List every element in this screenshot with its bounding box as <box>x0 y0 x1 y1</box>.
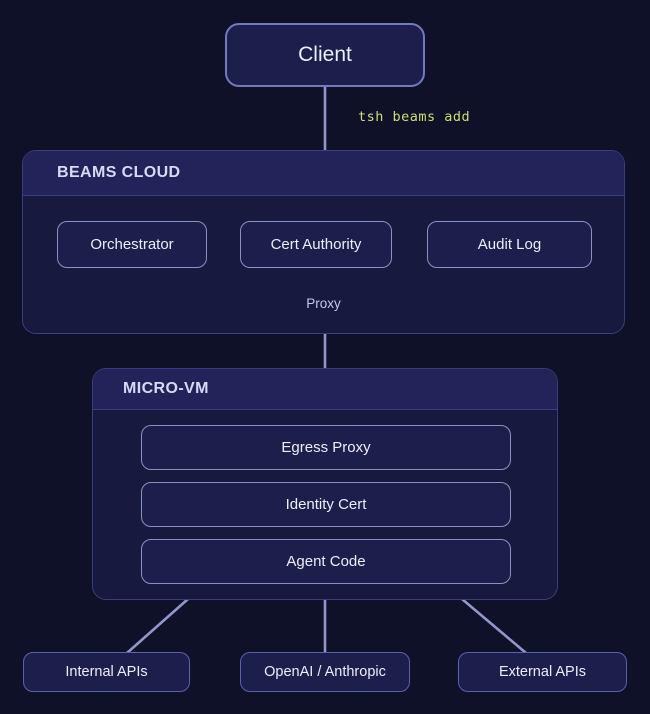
openai-anthropic-label: OpenAI / Anthropic <box>264 664 386 680</box>
beams-cloud-panel: BEAMS CLOUD Orchestrator Cert Authority … <box>22 150 625 334</box>
audit-log-node: Audit Log <box>427 221 592 268</box>
cert-authority-label: Cert Authority <box>270 236 362 253</box>
external-apis-node: External APIs <box>458 652 627 692</box>
connector-micro-vm-to-external-apis <box>461 598 527 654</box>
audit-log-label: Audit Log <box>477 236 542 253</box>
beams-cloud-title: BEAMS CLOUD <box>57 164 181 181</box>
cert-authority-node: Cert Authority <box>240 221 392 268</box>
tsh-command-label: tsh beams add <box>358 109 471 125</box>
agent-code-node: Agent Code <box>141 539 511 584</box>
egress-proxy-label: Egress Proxy <box>281 439 371 456</box>
micro-vm-header: MICRO-VM <box>93 369 557 410</box>
external-apis-label: External APIs <box>498 664 587 680</box>
micro-vm-panel: MICRO-VM Egress Proxy Identity Cert Agen… <box>92 368 558 600</box>
proxy-label: Proxy <box>306 296 341 311</box>
micro-vm-title: MICRO-VM <box>123 380 209 397</box>
openai-anthropic-node: OpenAI / Anthropic <box>240 652 410 692</box>
orchestrator-node: Orchestrator <box>57 221 207 268</box>
orchestrator-label: Orchestrator <box>90 236 174 253</box>
internal-apis-label: Internal APIs <box>65 664 148 680</box>
identity-cert-node: Identity Cert <box>141 482 511 527</box>
identity-cert-label: Identity Cert <box>285 496 367 513</box>
internal-apis-node: Internal APIs <box>23 652 190 692</box>
egress-proxy-node: Egress Proxy <box>141 425 511 470</box>
client-label: Client <box>298 43 352 66</box>
beams-cloud-header: BEAMS CLOUD <box>23 151 624 196</box>
client-node: Client <box>225 23 425 87</box>
agent-code-label: Agent Code <box>286 553 366 570</box>
connector-micro-vm-to-internal-apis <box>126 598 189 654</box>
